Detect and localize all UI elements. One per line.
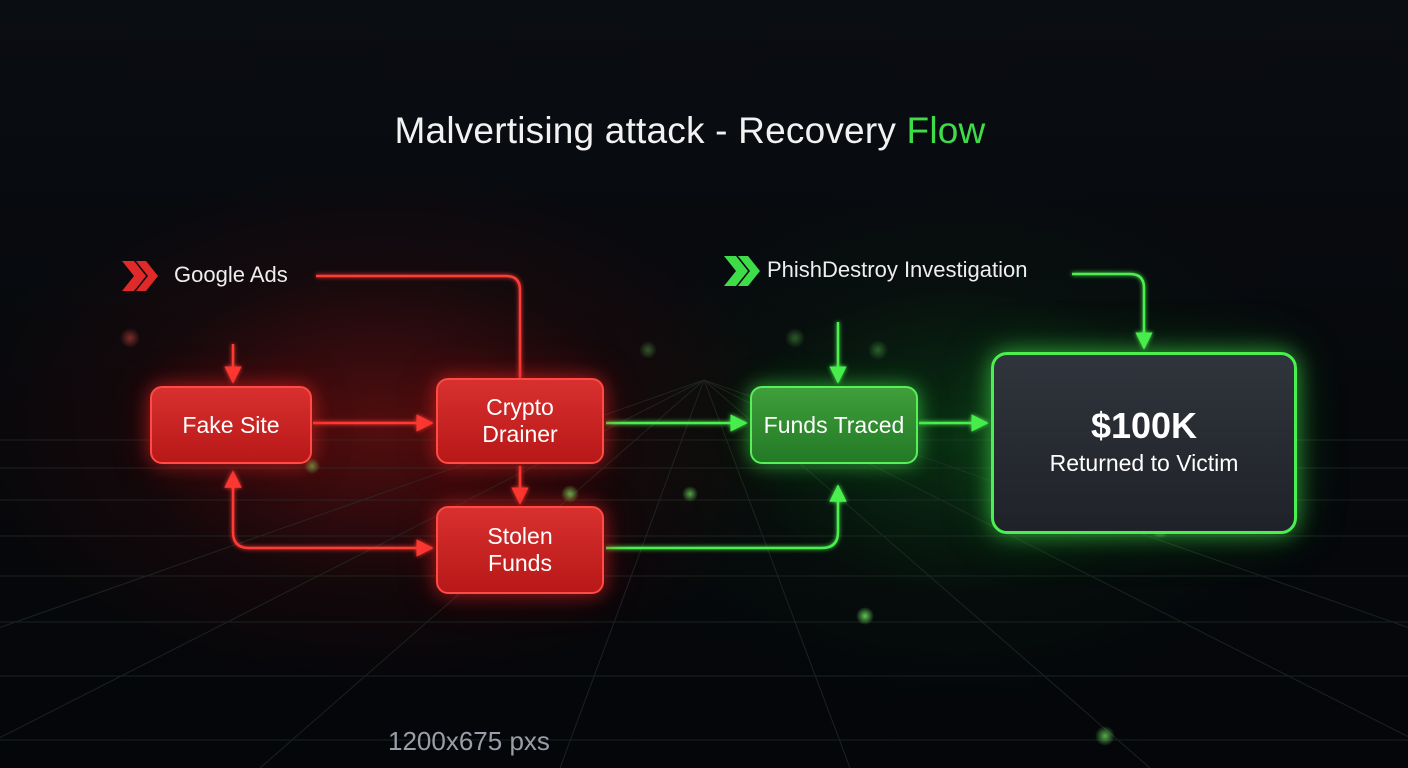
result-label: Returned to Victim bbox=[1049, 450, 1239, 476]
attack-source-icon bbox=[122, 261, 158, 291]
arrow-stolen-fake-site-loop bbox=[224, 470, 434, 557]
node-fake-site-label: Fake Site bbox=[182, 411, 280, 438]
recovery-source-icon bbox=[724, 256, 760, 286]
attack-source-label: Google Ads bbox=[174, 262, 288, 287]
result-amount: $100K bbox=[1090, 405, 1198, 446]
title-main: Malvertising attack - Recovery bbox=[394, 110, 907, 151]
result-box: $100K Returned to Victim bbox=[991, 352, 1297, 534]
size-note: 1200x675 pxs bbox=[388, 726, 550, 756]
title-accent: Flow bbox=[906, 110, 986, 151]
arrow-stolen-to-traced bbox=[606, 484, 847, 550]
node-stolen-funds: Stolen Funds bbox=[436, 506, 604, 594]
arrow-google-ads-to-drainer bbox=[316, 274, 522, 378]
recovery-source-label: PhishDestroy Investigation bbox=[767, 257, 1028, 282]
node-stolen-funds-label: Stolen Funds bbox=[487, 523, 553, 576]
arrow-investigation-to-result bbox=[1072, 272, 1153, 350]
node-funds-traced-label: Funds Traced bbox=[763, 411, 905, 438]
diagram-title: Malvertising attack - Recovery Flow bbox=[0, 110, 1380, 152]
node-funds-traced: Funds Traced bbox=[750, 386, 918, 464]
node-fake-site: Fake Site bbox=[150, 386, 312, 464]
node-crypto-drainer-label: Crypto Drainer bbox=[482, 394, 558, 447]
node-crypto-drainer: Crypto Drainer bbox=[436, 378, 604, 464]
